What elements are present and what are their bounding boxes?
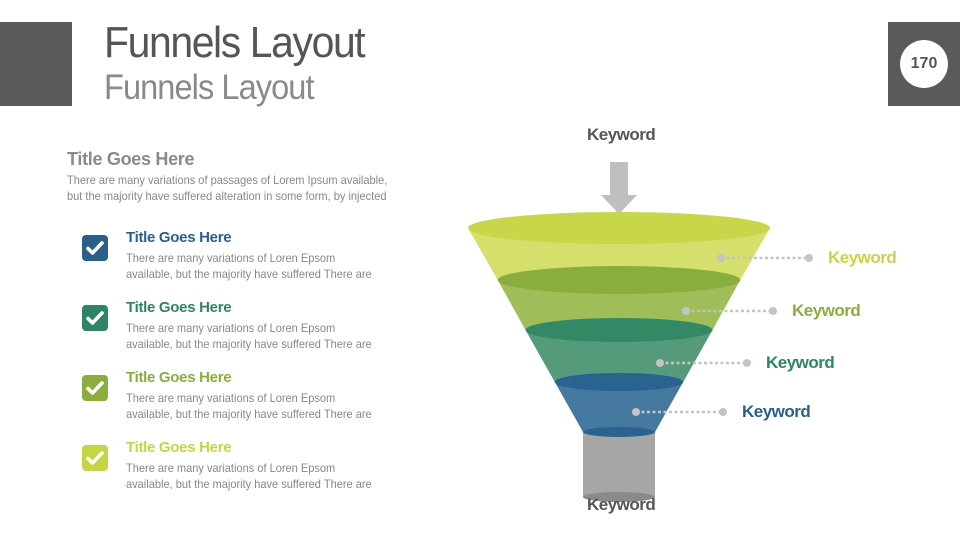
connector-dot <box>717 254 725 262</box>
page-number: 170 <box>900 40 948 88</box>
connector-dot <box>656 359 664 367</box>
item-body: There are many variations of Loren Epsom… <box>126 250 372 282</box>
item-line: There are many variations of Loren Epsom <box>126 321 336 335</box>
item-body: There are many variations of Loren Epsom… <box>126 460 372 492</box>
item-line: available, but the majority have suffere… <box>126 407 372 421</box>
connector-dot <box>682 307 690 315</box>
connector-dot <box>719 408 727 416</box>
funnel-spout <box>583 432 655 497</box>
checkbox-icon <box>82 305 108 331</box>
item-line: available, but the majority have suffere… <box>126 337 372 351</box>
connector-dot <box>805 254 813 262</box>
item-line: There are many variations of Loren Epsom <box>126 251 336 265</box>
list-item: Title Goes Here There are many variation… <box>82 369 412 429</box>
list-item: Title Goes Here There are many variation… <box>82 229 412 289</box>
funnel-stage-3 <box>525 330 713 391</box>
checkbox-icon <box>82 445 108 471</box>
funnel-stage-3-top <box>525 318 713 342</box>
funnel-spout-top <box>583 427 655 437</box>
item-title: Title Goes Here <box>126 299 232 316</box>
item-title: Title Goes Here <box>126 439 232 456</box>
item-line: There are many variations of Loren Epsom <box>126 391 336 405</box>
item-body: There are many variations of Loren Epsom… <box>126 320 372 352</box>
checkbox-icon <box>82 235 108 261</box>
list-item: Title Goes Here There are many variation… <box>82 439 412 499</box>
funnel-stage-4-top <box>554 373 684 391</box>
stage-4-label: Keyword <box>742 402 811 421</box>
connector-dot <box>743 359 751 367</box>
checkbox-icon <box>82 375 108 401</box>
connector-dot <box>769 307 777 315</box>
header-accent-block-left <box>0 22 72 106</box>
funnel-stage-1-top <box>468 212 770 244</box>
intro-line: but the majority have suffered alteratio… <box>67 189 387 203</box>
item-line: available, but the majority have suffere… <box>126 267 372 281</box>
funnel-top-label: Keyword <box>587 125 656 144</box>
item-title: Title Goes Here <box>126 229 232 246</box>
item-title: Title Goes Here <box>126 369 232 386</box>
stage-2-label: Keyword <box>792 301 861 320</box>
funnel-bottom-label: Keyword <box>587 495 656 514</box>
intro-line: There are many variations of passages of… <box>67 173 388 187</box>
funnel-spout-bottom <box>583 492 655 502</box>
list-item: Title Goes Here There are many variation… <box>82 299 412 359</box>
slide-title: Funnels Layout <box>104 18 366 67</box>
funnel-stage-2-top <box>497 266 741 294</box>
item-body: There are many variations of Loren Epsom… <box>126 390 372 422</box>
intro-title: Title Goes Here <box>67 149 195 169</box>
slide-subtitle: Funnels Layout <box>104 68 314 107</box>
item-line: There are many variations of Loren Epsom <box>126 461 336 475</box>
intro-body: There are many variations of passages of… <box>67 172 398 204</box>
connector-dot <box>632 408 640 416</box>
down-arrow-icon <box>601 162 637 214</box>
funnel-stage-4 <box>554 382 684 437</box>
stage-3-label: Keyword <box>766 353 835 372</box>
item-line: available, but the majority have suffere… <box>126 477 372 491</box>
stage-1-label: Keyword <box>828 248 897 267</box>
